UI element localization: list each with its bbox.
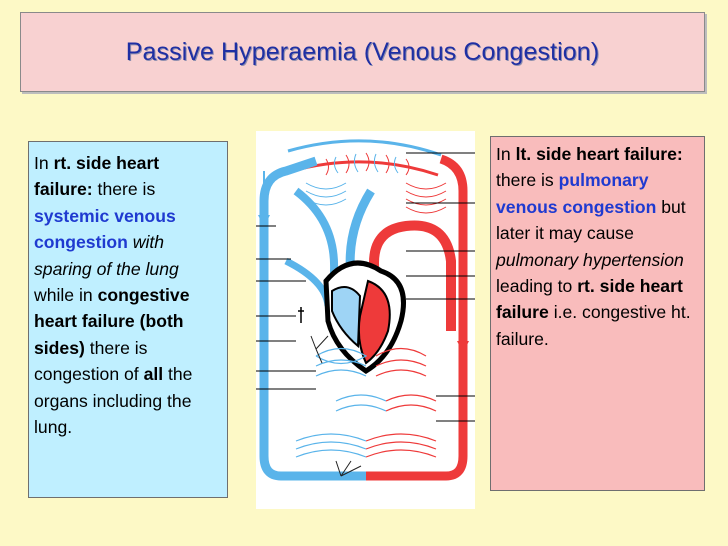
- left-text-11: the organs including the lung.: [34, 364, 193, 438]
- left-text-9: there is congestion of: [34, 337, 148, 385]
- right-rt-side-heart-failure: rt. side heart failure: [496, 276, 683, 323]
- systemic-vein-loop: [259, 156, 366, 481]
- vena-cava: [293, 187, 339, 301]
- left-congestive-heart-failure: congestive heart failure (both sides): [34, 285, 190, 358]
- abdominal-capillaries: [315, 347, 437, 412]
- left-text-1: In: [34, 153, 54, 173]
- upper-body-capillaries: [305, 182, 447, 214]
- left-rt-side-heart-failure: rt. side heart failure:: [34, 153, 160, 200]
- right-text-7: leading to: [496, 276, 578, 297]
- left-text-7: while in: [34, 285, 98, 306]
- left-text-3: there is: [92, 179, 156, 200]
- heart-marks: [298, 307, 304, 323]
- branching-lines: [310, 335, 362, 477]
- heart: [323, 260, 406, 374]
- left-all: all: [143, 364, 164, 385]
- circulation-diagram: [256, 131, 475, 509]
- right-pulmonary-hypertension: pulmonary hypertension: [496, 249, 684, 270]
- right-text-5: but later it may cause: [496, 196, 686, 244]
- right-text-3: there is: [496, 170, 559, 191]
- lower-body-capillaries: [295, 433, 437, 458]
- right-pulmonary-venous-congestion: pulmonary venous congestion: [496, 170, 657, 217]
- left-text-panel: In rt. side heart failure: there is syst…: [28, 141, 228, 498]
- right-text-1: In: [496, 144, 516, 164]
- systemic-artery-loop: [366, 154, 468, 481]
- aorta-arch: [369, 220, 456, 331]
- left-sparing-lung: with sparing of the lung: [34, 232, 179, 279]
- right-text-panel: In lt. side heart failure: there is pulm…: [490, 136, 705, 491]
- leader-lines: [256, 152, 475, 422]
- right-text-9: i.e. congestive ht. failure.: [496, 302, 691, 349]
- title-box: Passive Hyperaemia (Venous Congestion): [20, 12, 705, 92]
- right-lt-side-heart-failure: lt. side heart failure:: [515, 144, 683, 164]
- flow-arrows: [258, 171, 469, 353]
- left-systemic-venous-congestion: systemic venous congestion: [34, 205, 176, 253]
- slide-title: Passive Hyperaemia (Venous Congestion): [125, 37, 600, 66]
